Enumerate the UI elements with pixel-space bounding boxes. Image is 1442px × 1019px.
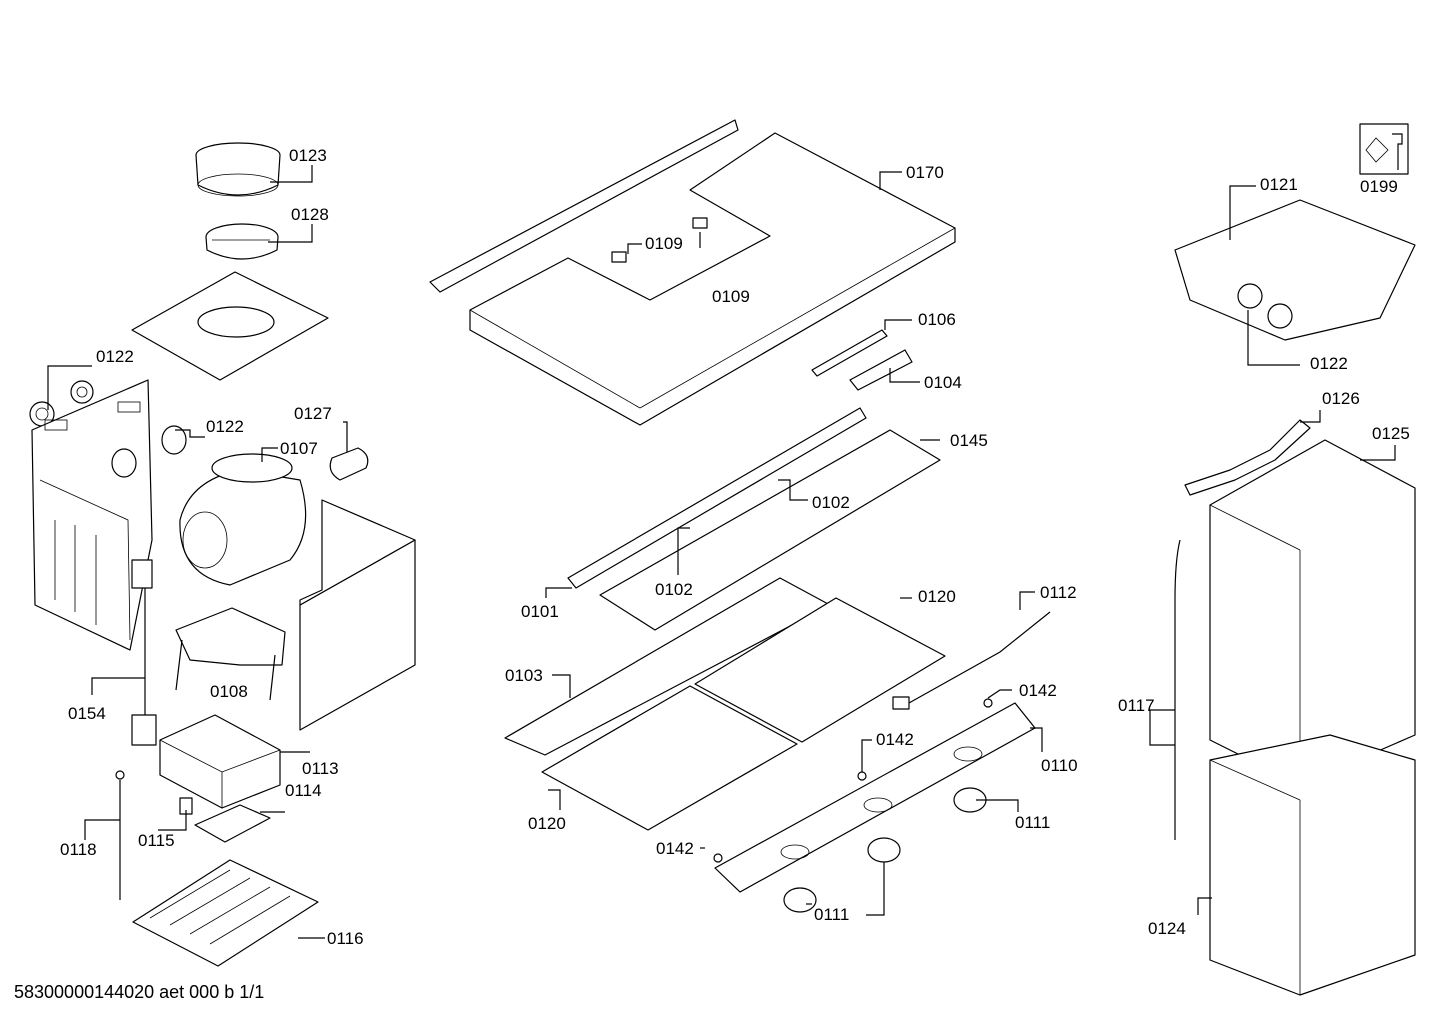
label-0122: 0122 <box>206 417 244 436</box>
label-0114: 0114 <box>285 781 322 800</box>
label-0102: 0102 <box>812 493 850 512</box>
label-0145: 0145 <box>950 431 988 450</box>
part-0117-cable <box>1174 539 1181 840</box>
part-0116-grille <box>132 859 319 967</box>
label-0111: 0111 <box>814 905 849 924</box>
part-0108-bracket <box>175 607 286 701</box>
label-0124: 0124 <box>1148 919 1186 938</box>
leader-lines <box>47 165 1396 939</box>
part-0127-capacitor <box>329 447 369 481</box>
label-0113: 0113 <box>302 759 339 778</box>
part-0122-knobs-bag <box>1237 283 1293 329</box>
part-side-panel <box>299 499 416 731</box>
part-0126-bracket <box>1184 419 1311 496</box>
label-0118: 0118 <box>60 840 97 859</box>
label-0122: 0122 <box>1310 354 1348 373</box>
label-0154: 0154 <box>68 704 106 723</box>
label-0101: 0101 <box>521 602 559 621</box>
wrench-icon <box>1359 123 1409 175</box>
part-0145-tray <box>599 429 941 631</box>
label-0199: 0199 <box>1360 177 1398 196</box>
label-0111: 0111 <box>1015 813 1050 832</box>
part-0111-knobs <box>783 787 987 913</box>
label-0123: 0123 <box>289 146 327 165</box>
part-0170-body <box>469 132 956 426</box>
label-0102: 0102 <box>655 580 693 599</box>
part-0112-harness <box>892 611 1051 710</box>
part-0142-screws <box>713 698 993 863</box>
part-0114-board <box>194 804 271 843</box>
part-0124-lower-chimney <box>1209 734 1416 996</box>
label-0115: 0115 <box>138 831 175 850</box>
part-housing-left <box>31 379 153 651</box>
label-0117: 0117 <box>1118 696 1155 715</box>
part-0113-box <box>159 714 281 809</box>
label-0108: 0108 <box>210 682 248 701</box>
label-0126: 0126 <box>1322 389 1360 408</box>
label-0104: 0104 <box>924 373 962 392</box>
label-0121: 0121 <box>1260 175 1298 194</box>
part-0101-rail <box>567 407 867 589</box>
label-0106: 0106 <box>918 310 956 329</box>
label-0103: 0103 <box>505 666 543 685</box>
label-0122: 0122 <box>96 347 134 366</box>
label-0127: 0127 <box>294 404 332 423</box>
label-0125: 0125 <box>1372 424 1410 443</box>
part-0123-collar <box>195 142 281 197</box>
label-0112: 0112 <box>1040 583 1077 602</box>
part-0125-upper-chimney <box>1209 439 1416 786</box>
part-0121-bag <box>1174 199 1416 341</box>
label-0110: 0110 <box>1041 756 1078 775</box>
part-0118-wire <box>115 770 125 900</box>
label-0142: 0142 <box>876 730 914 749</box>
label-0128: 0128 <box>291 205 329 224</box>
part-0109-tabs <box>611 217 708 263</box>
label-0109: 0109 <box>645 234 683 253</box>
label-0120: 0120 <box>918 587 956 606</box>
part-0120-filters <box>541 597 946 831</box>
part-0104-switch <box>849 349 913 391</box>
part-labels: 0123 0128 0122 0122 0127 0107 0108 0154 … <box>60 146 1410 948</box>
label-0120: 0120 <box>528 814 566 833</box>
part-0107-blower <box>179 453 307 586</box>
part-0106-bar <box>811 329 888 377</box>
part-0122-caps <box>111 425 187 478</box>
label-0170: 0170 <box>906 163 944 182</box>
label-0142: 0142 <box>656 839 694 858</box>
label-0142: 0142 <box>1019 681 1057 700</box>
part-0154-cable <box>131 559 157 746</box>
drawing-reference: 58300000144020 aet 000 b 1/1 <box>14 982 264 1002</box>
part-rail-top <box>429 119 739 293</box>
label-0116: 0116 <box>327 929 364 948</box>
label-0109: 0109 <box>712 287 750 306</box>
label-0107: 0107 <box>280 439 318 458</box>
part-plate <box>131 271 329 381</box>
part-0128-damper <box>205 223 279 260</box>
